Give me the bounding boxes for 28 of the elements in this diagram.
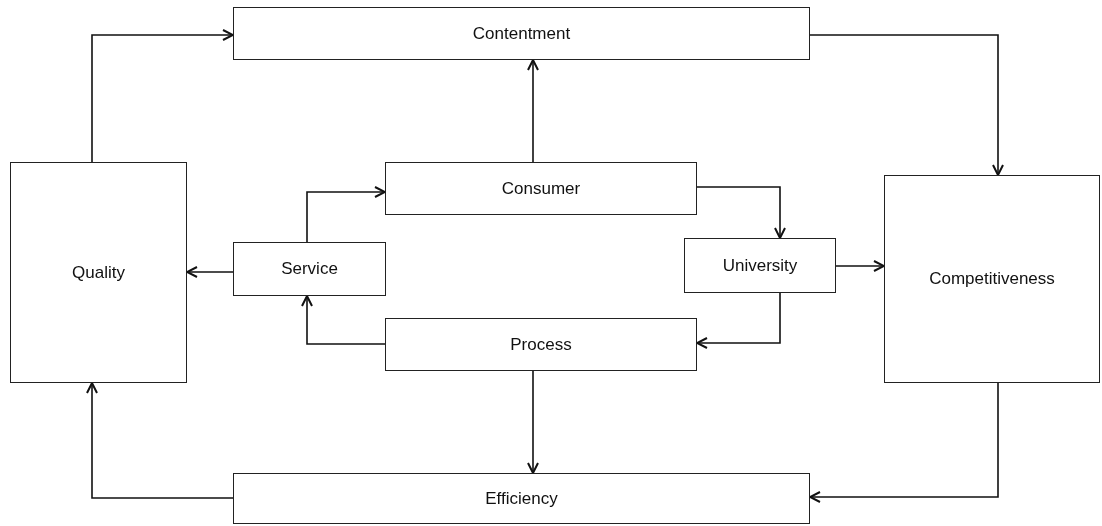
box-label: Competitiveness xyxy=(929,269,1055,289)
process-box xyxy=(884,175,1100,383)
process-box xyxy=(385,318,697,371)
process-box xyxy=(233,7,810,60)
arrow xyxy=(835,260,885,272)
arrow xyxy=(306,186,386,243)
arrow xyxy=(527,370,539,474)
arrow xyxy=(809,382,999,503)
box-label: Service xyxy=(281,259,338,279)
arrow xyxy=(91,29,234,163)
arrow xyxy=(301,295,386,345)
process-box xyxy=(10,162,187,383)
arrow xyxy=(696,292,781,349)
process-box xyxy=(233,473,810,524)
box-label: Contentment xyxy=(472,23,571,44)
box-label: Process xyxy=(510,334,572,355)
process-box xyxy=(385,162,697,215)
arrow xyxy=(86,382,234,499)
arrow xyxy=(809,34,1004,176)
arrow xyxy=(696,186,786,239)
process-box xyxy=(233,242,386,296)
process-box xyxy=(684,238,836,293)
box-label: Consumer xyxy=(501,178,581,199)
box-label: Quality xyxy=(72,262,125,283)
box-label: Efficiency xyxy=(485,488,558,509)
arrow xyxy=(186,266,234,278)
box-label: University xyxy=(722,255,798,276)
arrow xyxy=(527,59,539,163)
